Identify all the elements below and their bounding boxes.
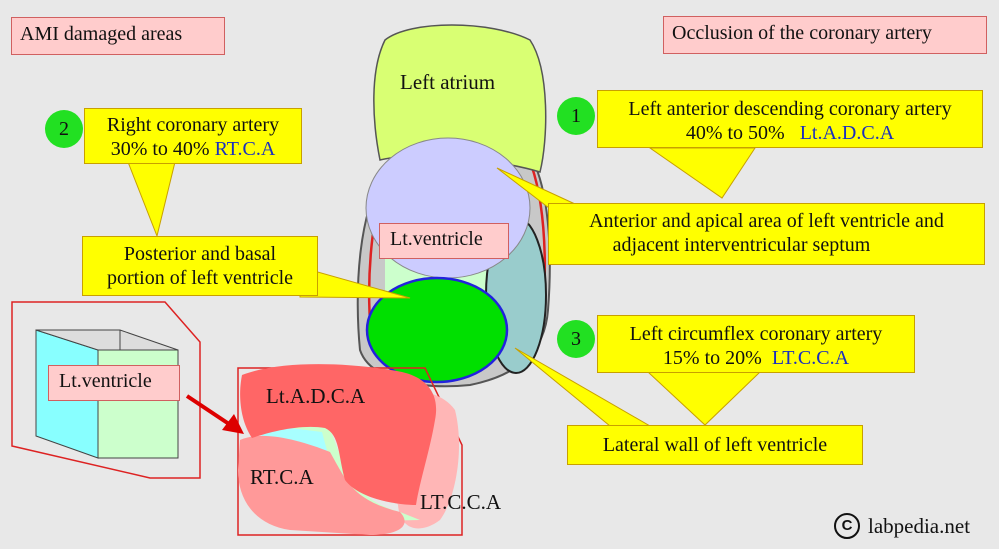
ladca-percent-line: 40% to 50% Lt.A.D.C.A (598, 121, 982, 145)
rca-percent: 30% to 40% (110, 138, 210, 160)
callout-pointer-1 (648, 147, 756, 199)
rtca-zone-shape (238, 435, 405, 535)
rca-name: Right coronary artery (106, 114, 280, 136)
left-atrium-shape (373, 24, 547, 173)
copyright-mark: C labpedia.net (834, 513, 970, 539)
ltcca-callout: Left circumflex coronary artery 15% to 2… (597, 315, 915, 373)
anterior-area-line-1: Anterior and apical area of left ventric… (589, 210, 944, 232)
title-left-text: AMI damaged areas (20, 23, 183, 45)
posterior-area-callout: Posterior and basal portion of left vent… (82, 236, 318, 296)
lt-ventricle-label: Lt.ventricle (390, 228, 483, 250)
copyright-site: labpedia.net (868, 513, 971, 538)
number-badge-2: 2 (45, 110, 83, 148)
posterior-area-line-2: portion of left ventricle (106, 267, 294, 289)
section-box-label: Lt.ventricle (48, 365, 180, 401)
ltcca-percent-line: 15% to 20% LT.C.C.A (598, 346, 914, 370)
title-ami-damaged-areas: AMI damaged areas (11, 17, 225, 55)
section-ladca-label: Lt.A.D.C.A (266, 384, 366, 408)
number-badge-1: 1 (557, 97, 595, 135)
ladca-zone-shape (240, 364, 437, 505)
ventricle-box-frame (11, 301, 201, 479)
lateral-area-text: Lateral wall of left ventricle (602, 434, 828, 456)
arrow-head (222, 414, 244, 434)
posterior-zone-shape (365, 276, 509, 384)
section-box-label-text: Lt.ventricle (59, 370, 152, 392)
left-atrium-label: Left atrium (400, 70, 496, 94)
section-rtca-label: RT.C.A (250, 465, 314, 489)
section-ltcca-label: LT.C.C.A (420, 490, 502, 514)
ltcca-percent: 15% to 20% (662, 347, 762, 369)
rca-percent-line: 30% to 40% RT.C.A (85, 137, 301, 161)
lt-ventricle-label-box: Lt.ventricle (379, 223, 509, 259)
rca-callout: Right coronary artery 30% to 40% RT.C.A (84, 108, 302, 164)
title-right-text: Occlusion of the coronary artery (672, 22, 932, 44)
rca-abbr: RT.C.A (214, 138, 276, 160)
anterior-area-line-2: adjacent interventricular septum (612, 234, 871, 256)
ladca-name: Left anterior descending coronary artery (628, 98, 952, 120)
arrow-line (185, 394, 234, 428)
ladca-callout: Left anterior descending coronary artery… (597, 90, 983, 148)
copyright-icon: C (834, 513, 860, 539)
number-badge-3: 3 (557, 320, 595, 358)
cross-section-frame (237, 367, 463, 536)
title-occlusion: Occlusion of the coronary artery (663, 16, 987, 54)
lateral-area-callout: Lateral wall of left ventricle (567, 425, 863, 465)
callout-pointer-3 (646, 371, 762, 426)
ltcca-name: Left circumflex coronary artery (629, 323, 883, 345)
callout-pointer-2 (127, 161, 176, 238)
posterior-area-line-1: Posterior and basal (123, 243, 277, 265)
ladca-abbr: Lt.A.D.C.A (799, 122, 895, 144)
ltcca-abbr: LT.C.C.A (771, 347, 850, 369)
ladca-percent: 40% to 50% (685, 122, 785, 144)
anterior-area-callout: Anterior and apical area of left ventric… (548, 203, 985, 265)
